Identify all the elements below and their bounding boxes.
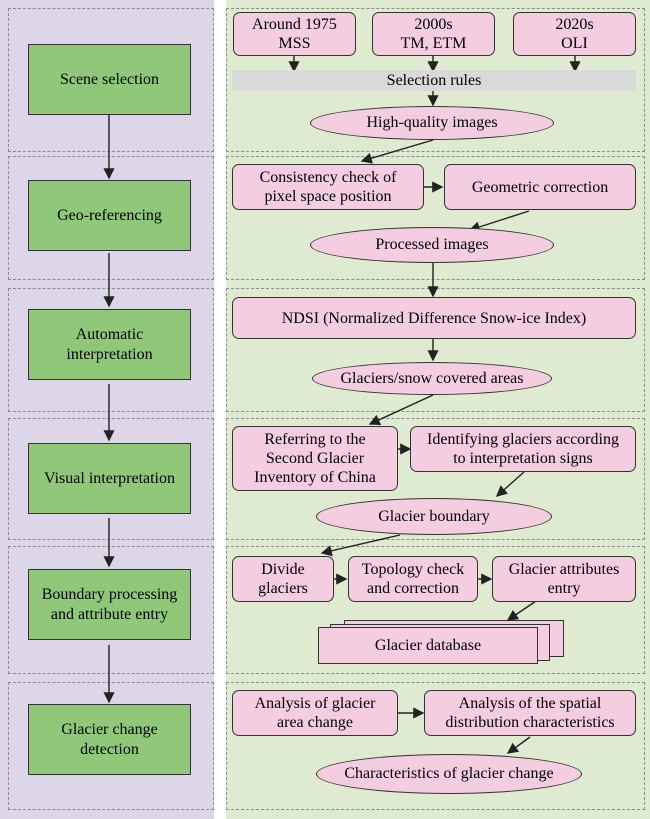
arrow: [320, 534, 401, 557]
step-visual-interpretation: Visual interpretation: [28, 443, 191, 514]
consistency-check-box: Consistency check of pixel space positio…: [232, 164, 424, 210]
divide-glaciers-box: Divide glaciers: [232, 556, 334, 602]
sensor-box-oli: 2020s OLI: [513, 12, 636, 56]
section-frame: [8, 682, 214, 810]
arrow: [506, 736, 531, 754]
step-automatic-interpretation: Automatic interpretation: [28, 309, 191, 380]
attributes-entry-box: Glacier attributes entry: [492, 556, 636, 602]
step-boundary-processing: Boundary processing and attribute entry: [28, 569, 191, 640]
sensor-box-tm-etm: 2000s TM, ETM: [372, 12, 495, 56]
area-change-box: Analysis of glacier area change: [232, 690, 398, 736]
section-frame: [8, 8, 214, 152]
section-frame: [226, 156, 645, 280]
topology-check-box: Topology check and correction: [348, 556, 478, 602]
processed-images-ellipse: Processed images: [310, 227, 554, 263]
step-scene-selection: Scene selection: [28, 44, 191, 115]
glacier-change-characteristics-ellipse: Characteristics of glacier change: [316, 754, 582, 794]
identify-glaciers-box: Identifying glaciers according to interp…: [410, 426, 636, 472]
section-frame: [226, 8, 645, 152]
selection-rules-bar: Selection rules: [232, 70, 636, 91]
arrow: [506, 600, 537, 621]
glacier-database-box: Glacier database: [318, 627, 538, 664]
section-frame: [8, 418, 214, 540]
high-quality-images-ellipse: High-quality images: [310, 106, 554, 140]
section-frame: [8, 156, 214, 280]
section-frame: [226, 546, 645, 674]
spatial-distribution-box: Analysis of the spatial distribution cha…: [424, 690, 636, 736]
arrow: [368, 394, 434, 425]
arrow: [360, 139, 434, 164]
sensor-box-mss: Around 1975 MSS: [233, 12, 356, 56]
ndsi-box: NDSI (Normalized Difference Snow-ice Ind…: [232, 297, 636, 339]
section-frame: [226, 418, 645, 540]
step-geo-referencing: Geo-referencing: [28, 180, 191, 251]
arrow: [495, 471, 525, 497]
second-inventory-box: Referring to the Second Glacier Inventor…: [232, 426, 398, 491]
glacier-boundary-ellipse: Glacier boundary: [316, 498, 552, 535]
section-frame: [226, 682, 645, 810]
arrow: [468, 210, 530, 233]
section-frame: [8, 288, 214, 412]
geometric-correction-box: Geometric correction: [444, 164, 636, 210]
step-glacier-change-detection: Glacier change detection: [28, 704, 191, 775]
section-frame: [8, 546, 214, 674]
glaciers-snow-areas-ellipse: Glaciers/snow covered areas: [312, 362, 552, 395]
